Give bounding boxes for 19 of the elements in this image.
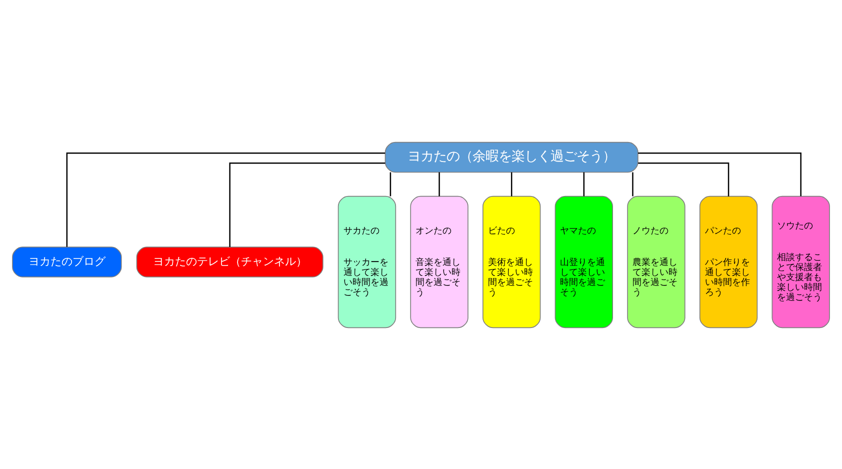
- connector: [638, 152, 802, 196]
- connector: [638, 162, 730, 196]
- connector: [390, 172, 392, 196]
- node-box: ノウたの 農業を通して楽しい時間を過ごそう: [627, 195, 686, 328]
- connector: [438, 172, 440, 196]
- node-box: ヨカたのブログ: [12, 246, 122, 277]
- node-box: オンたの 音楽を通して楽しい時間を過ごそう: [410, 195, 468, 328]
- node-box: ヨカたの（余暇を楽しく過ごそう）: [384, 141, 638, 172]
- node-box: ヤマたの 山登りを通して楽しい時間を過ごそう: [554, 195, 613, 328]
- node-box: ビたの 美術を通して楽しい時間を過ごそう: [482, 195, 541, 328]
- node-box: ソウたの 相談することで保護者や支援者も楽しい時間を過ごそう: [772, 195, 830, 328]
- node-box: サカたの サッカーを通して楽しい時間を過ごそう: [338, 195, 396, 328]
- connector: [66, 152, 386, 246]
- connector: [583, 172, 585, 196]
- connector: [510, 172, 512, 196]
- connector: [632, 172, 634, 196]
- connector: [229, 162, 386, 246]
- node-box: ヨカたのテレビ（チャンネル）: [136, 246, 324, 277]
- node-box: パンたの パン作りを通して楽しい時間を作ろう: [699, 195, 758, 328]
